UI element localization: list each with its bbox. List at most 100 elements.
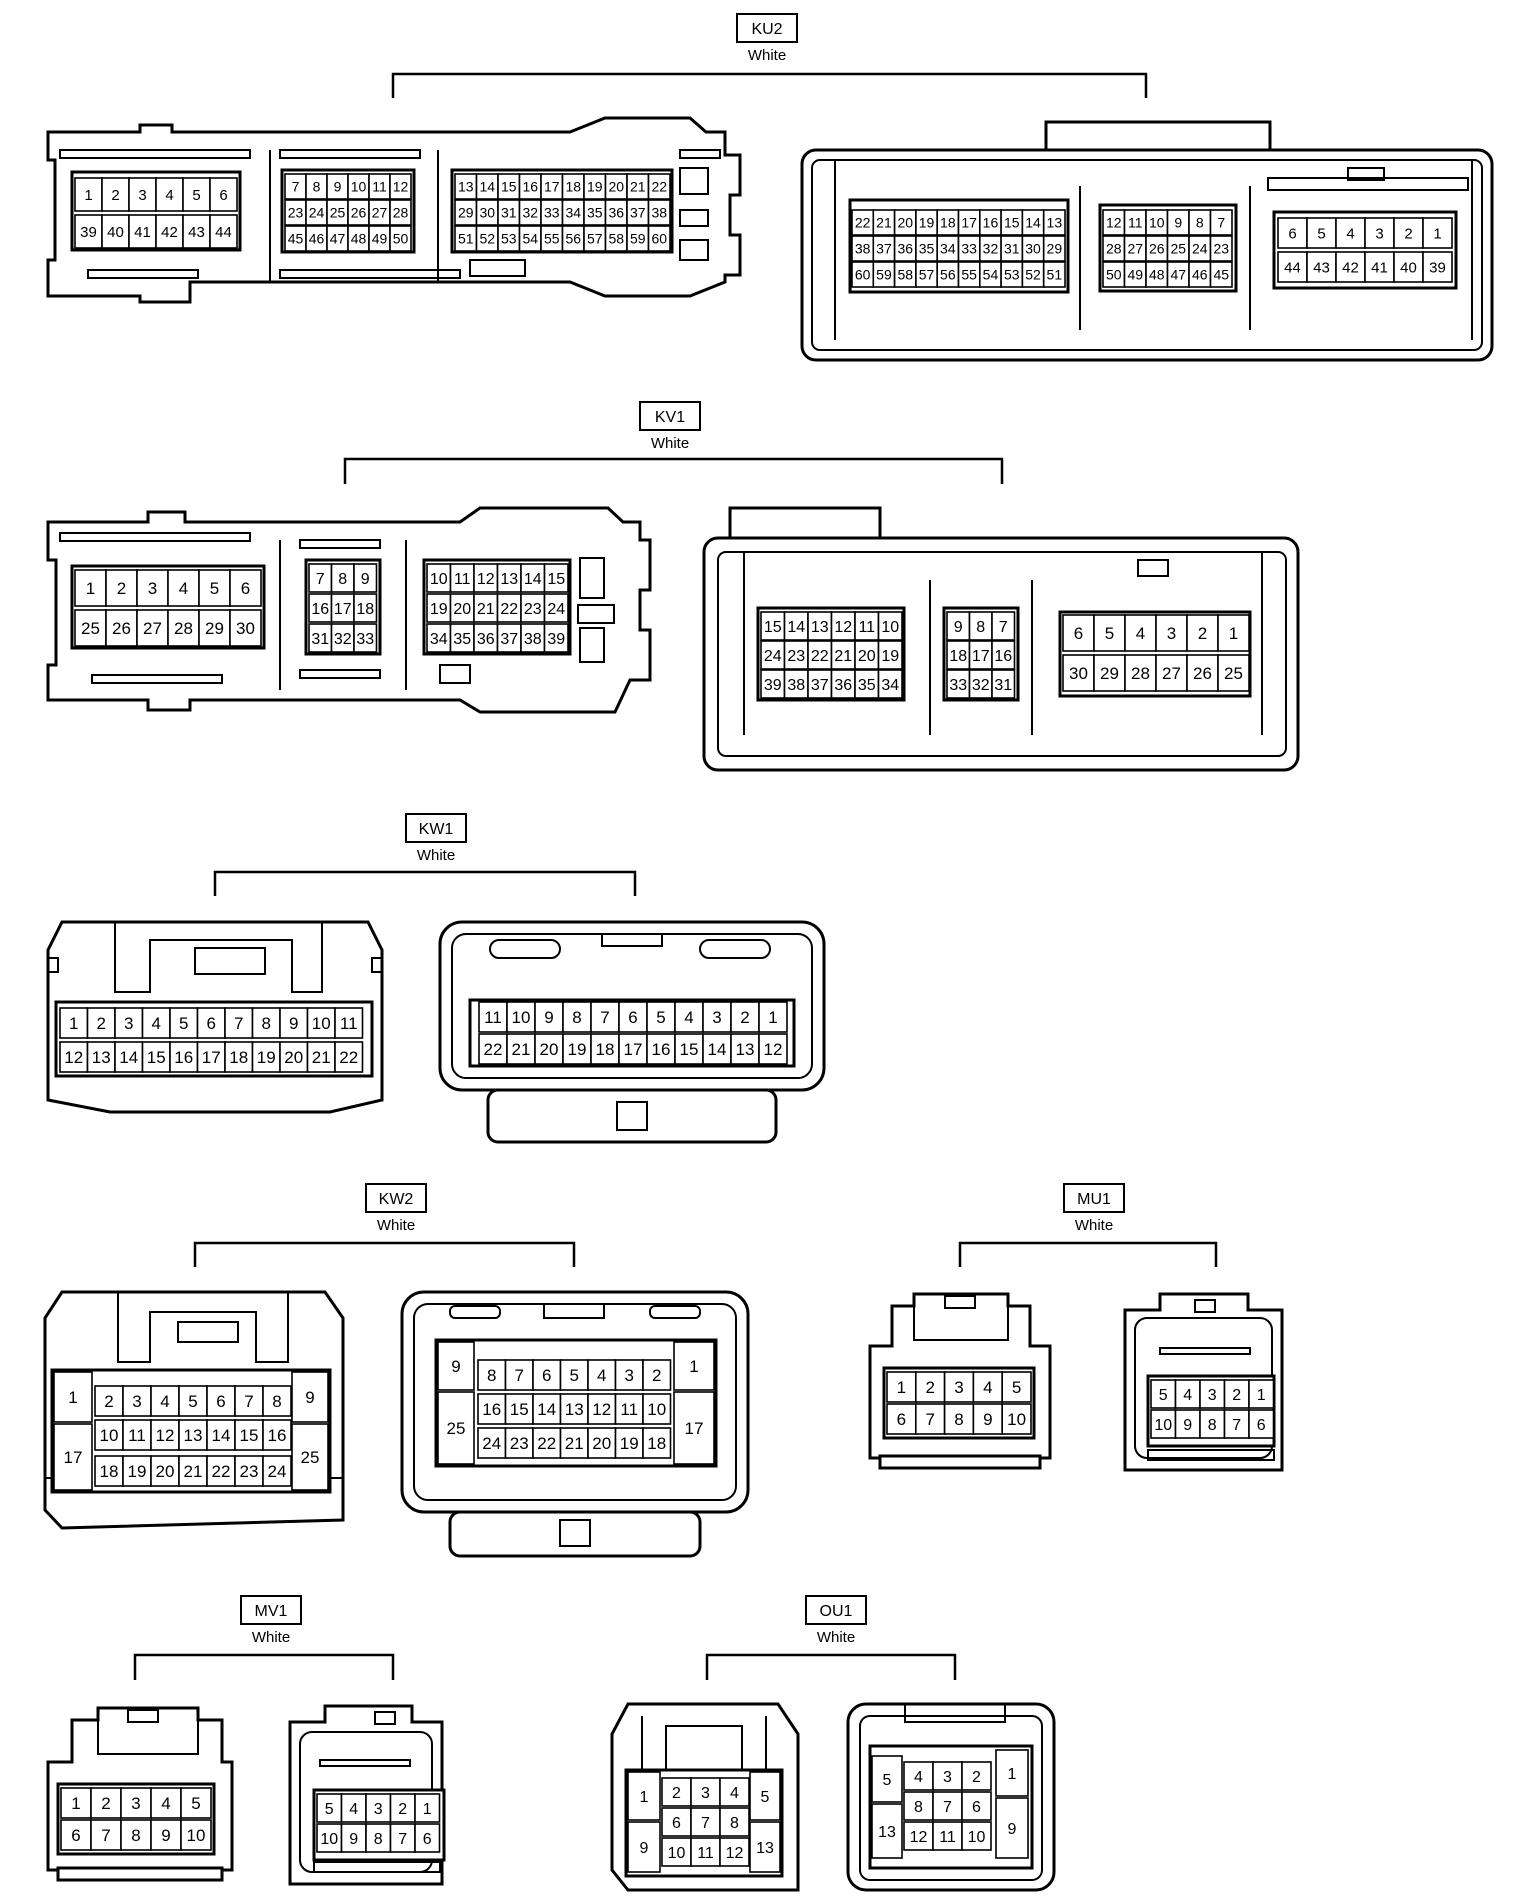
pin-cell: 10 [180,1819,212,1851]
segment-divider [279,540,407,690]
pin-cell: 3 [128,177,157,212]
pin-cell-box [334,1041,364,1073]
pin-number: 6 [1074,624,1083,643]
pin-cell: 24 [760,640,786,670]
pin-number: 46 [1192,267,1208,283]
pin-cell-box [60,1819,92,1851]
pin-cell-box [1062,654,1095,692]
pin-cell: 21 [872,209,896,236]
latch-slot [679,149,721,159]
pin-cell-box [1223,1409,1250,1439]
pin-cell: 5 [1093,614,1126,652]
pin-cell-box [702,1033,732,1065]
pin-number: 59 [630,231,646,247]
bracket-line [705,1653,957,1680]
pin-cell-box [477,1359,507,1391]
pin-cell: 2 [730,1001,760,1033]
pin-number: 48 [351,231,367,247]
pin-cell: 7 [234,1385,264,1417]
pin-number: 25 [447,1419,466,1438]
pin-cell-box [972,1371,1004,1403]
pin-number: 23 [524,601,542,618]
terminal-strip [313,1861,441,1873]
pin-cell: 6 [414,1823,441,1853]
connector-id-box [805,1595,867,1625]
bracket-line [133,1653,395,1680]
pin-cell: 17 [540,173,564,200]
pin-cell: 24 [262,1455,292,1487]
pin-number: 6 [207,1014,216,1033]
pin-cell: 8 [120,1819,152,1851]
pin-cell-box [389,173,412,200]
pin-cell: 55 [540,225,564,252]
pin-cell: 22 [334,1041,364,1073]
pin-number: 22 [339,1048,358,1067]
pin-cell-box [206,1419,236,1451]
pin-number: 13 [756,1840,774,1857]
pin-number: 57 [587,231,603,247]
pin-cell: 24 [305,199,328,226]
pin-number: 4 [1346,225,1354,242]
pin-number: 15 [547,571,565,588]
pin-cell-box [1174,1379,1201,1409]
connector-id: KU2 [751,21,782,38]
skirt [56,1866,224,1882]
guide-slot [649,1305,701,1319]
pin-cell-box [478,1033,508,1065]
pin-cell: 25 [326,199,349,226]
segment-divider [1079,186,1251,330]
pin-cell-box [155,177,184,212]
connector-id-box [240,1595,302,1625]
connector-inner [717,551,1287,757]
pin-number: 4 [684,1008,693,1027]
segment-divider [269,150,439,282]
pin-cell-box [196,1007,226,1039]
pin-number: 16 [994,648,1012,665]
pin-number: 31 [994,677,1012,694]
pin-cell: 22 [206,1455,236,1487]
pin-cell: 10 [1150,1409,1177,1439]
pin-number: 8 [272,1392,281,1411]
pin-cell-box [543,623,569,653]
pin-cell: 21 [306,1041,336,1073]
pin-number: 41 [1371,259,1388,276]
pin-number: 36 [477,631,495,648]
pin-number: 22 [537,1434,556,1453]
pin-number: 23 [1213,241,1229,257]
pin-number: 4 [1183,1387,1192,1404]
pin-number: 2 [111,187,119,204]
pin-cell: 10 [961,1821,992,1851]
pin-cell: 4 [719,1777,750,1807]
pin-number: 38 [855,241,871,257]
pin-number: 40 [107,224,124,241]
pin-cell: 8 [968,611,993,641]
pin-number: 3 [1167,624,1176,643]
pin-number: 15 [764,619,782,636]
pin-number: 15 [240,1426,259,1445]
pin-cell: 19 [877,640,903,670]
pin-cell-box [758,1033,788,1065]
pin-cell-box [674,1033,704,1065]
key-slot [601,933,663,947]
pin-cell: 6 [1062,614,1095,652]
pin-cell: 42 [1335,251,1366,283]
pin-cell-box [1248,1409,1275,1439]
pin-cell-box [1199,1379,1226,1409]
pin-cell-box [1155,614,1188,652]
pin-cell: 50 [1102,261,1126,288]
pin-cell: 21 [178,1455,208,1487]
pin-cell-box [206,1455,236,1487]
pin-cell: 2 [642,1359,672,1391]
pin-cell: 7 [284,173,307,200]
pin-cell: 33 [540,199,564,226]
pin-cell-box [167,569,200,607]
pin-cell-box [1217,654,1250,692]
pin-number: 26 [351,205,367,221]
pin-number: 8 [1196,215,1204,231]
pin-number: 14 [479,179,495,195]
pin-number: 16 [174,1048,193,1067]
pin-number: 20 [592,1434,611,1453]
